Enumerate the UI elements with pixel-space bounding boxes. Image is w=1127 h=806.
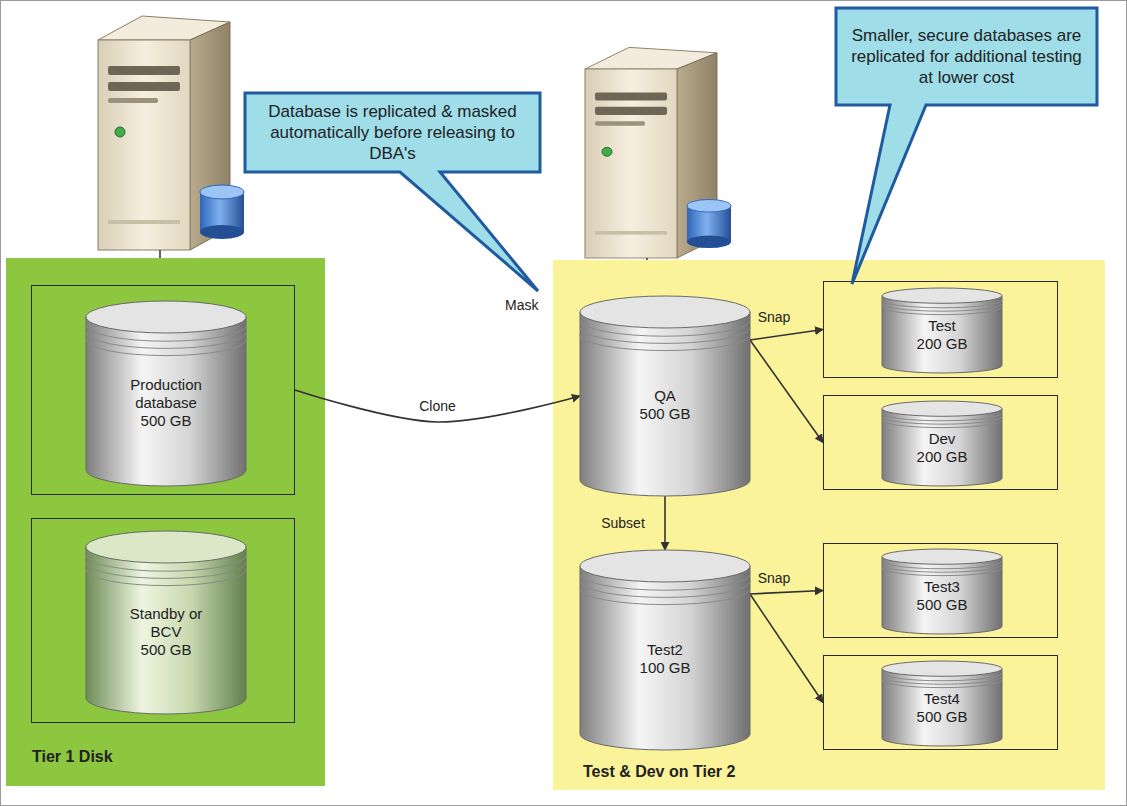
cylinder-text: Dev200 GB (882, 418, 1002, 478)
database-box: Test200 GB (823, 281, 1058, 378)
database-size: 500 GB (141, 641, 192, 659)
database-box: Production database500 GB (31, 285, 295, 495)
database-name: Test4 (924, 690, 960, 708)
database-size: 500 GB (917, 596, 968, 614)
database-size: 200 GB (917, 335, 968, 353)
callout-box: Database is replicated & masked automati… (245, 93, 540, 172)
connector-label: Snap (756, 570, 793, 586)
tier-panels (6, 258, 1105, 790)
connector-arrow (750, 591, 823, 595)
cylinder-text: Production database500 GB (86, 335, 246, 470)
cylinder-text: QA500 GB (580, 330, 750, 480)
callout-text: Database is replicated & masked automati… (255, 101, 530, 164)
panel-title: Tier 1 Disk (32, 748, 325, 766)
cylinder-text: Test200 GB (882, 305, 1002, 365)
connector-label: Snap (756, 309, 793, 325)
database-name: Test2 (647, 641, 683, 659)
connector-arrow (664, 496, 666, 550)
database-size: 500 GB (917, 708, 968, 726)
cylinder-text: Test3500 GB (882, 566, 1002, 626)
database-name: Production database (120, 376, 212, 412)
step-label: Mask (503, 297, 540, 313)
connector-arrow (750, 330, 823, 341)
server-illustration (98, 16, 244, 259)
database-name: Test3 (924, 578, 960, 596)
database-name: Standby or BCV (120, 605, 212, 641)
database-box: Standby or BCV500 GB (31, 518, 295, 723)
database-size: 200 GB (917, 448, 968, 466)
cylinder-text: Test4500 GB (882, 678, 1002, 738)
cylinder-text: Test2100 GB (580, 584, 750, 734)
connector-label: Subset (599, 515, 647, 531)
database-size: 100 GB (640, 659, 691, 677)
database-name: Dev (929, 430, 956, 448)
connector-arrow (750, 594, 823, 703)
connector-arrow (750, 340, 823, 443)
server-illustration (585, 47, 731, 260)
tier-panel: Tier 1 DiskProduction database500 GBStan… (6, 258, 325, 786)
database-size: 500 GB (640, 405, 691, 423)
panel-title: Test & Dev on Tier 2 (583, 763, 1105, 781)
database-name: Test (928, 317, 956, 335)
database-name: QA (654, 387, 676, 405)
callout-text: Smaller, secure databases are replicated… (846, 25, 1087, 88)
database-cylinder: Test2100 GB (580, 550, 750, 750)
connector-arrow (295, 390, 580, 422)
cylinder-text: Standby or BCV500 GB (86, 565, 246, 698)
panel-fill (553, 260, 1105, 790)
panel-fill (6, 258, 325, 786)
database-cylinder: QA500 GB (580, 296, 750, 496)
database-size: 500 GB (141, 412, 192, 430)
callout-box: Smaller, secure databases are replicated… (836, 8, 1097, 105)
connector-label: Clone (417, 398, 458, 414)
database-box: Dev200 GB (823, 395, 1058, 490)
database-box: Test3500 GB (823, 543, 1058, 638)
database-box: Test4500 GB (823, 655, 1058, 750)
